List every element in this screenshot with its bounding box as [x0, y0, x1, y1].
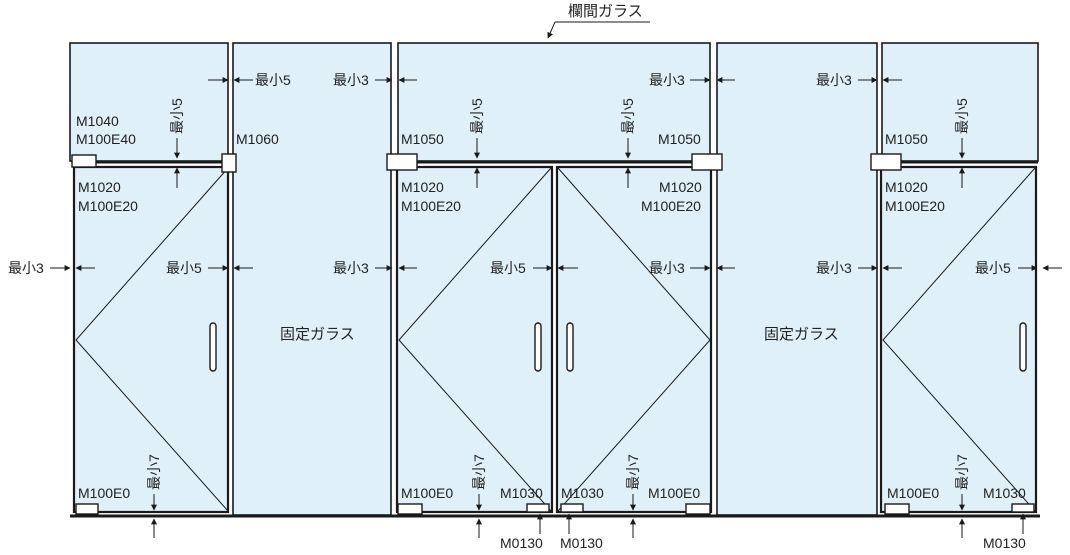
part-m100e0: M100E0 [648, 485, 700, 501]
min3-label: 最小3 [8, 260, 44, 276]
min5-vertical-label: 最小5 [469, 98, 485, 134]
fitting-m100e0 [397, 503, 423, 515]
part-m1050: M1050 [658, 131, 701, 147]
fitting-m1030 [560, 503, 584, 513]
door-2 [395, 165, 554, 514]
transom-leader [547, 21, 556, 39]
min3-label: 最小3 [816, 260, 852, 276]
part-m1030: M1030 [561, 485, 604, 501]
min5-label: 最小5 [490, 260, 526, 276]
fixed-glass-label: 固定ガラス [764, 326, 839, 343]
fitting-m1040 [71, 154, 97, 168]
part-m0130: M0130 [500, 535, 543, 550]
min5-vertical-label: 最小5 [954, 98, 970, 134]
door-handle [534, 322, 542, 372]
part-m1020: M1020 [659, 179, 702, 195]
part-m100e40: M100E40 [76, 131, 136, 147]
min3-label: 最小3 [649, 72, 685, 88]
part-m100e0: M100E0 [78, 485, 130, 501]
fitting-m1050 [691, 153, 723, 171]
fitting-m1030 [1011, 503, 1035, 513]
fitting-m1050 [386, 153, 418, 171]
min7-vertical-label: 最小7 [954, 454, 970, 490]
fitting-m1060 [221, 153, 237, 173]
fitting-m100e0 [884, 503, 910, 515]
part-m1060: M1060 [236, 131, 279, 147]
min5-label: 最小5 [255, 72, 291, 88]
part-m1050: M1050 [401, 131, 444, 147]
min7-vertical-label: 最小7 [146, 454, 162, 490]
fitting-m1050 [870, 153, 902, 171]
transom-panel-2 [397, 42, 711, 162]
door-4 [879, 165, 1038, 514]
dimension-arrows [50, 77, 1062, 538]
door-1 [72, 165, 230, 514]
part-m1020: M1020 [885, 179, 928, 195]
part-m100e20: M100E20 [641, 198, 701, 214]
fixed-glass-label: 固定ガラス [280, 326, 355, 343]
min5-vertical-label: 最小5 [169, 98, 185, 134]
fitting-m100e0 [685, 503, 711, 515]
min3-label: 最小3 [649, 260, 685, 276]
transom-panel-3 [881, 42, 1039, 162]
min5-vertical-label: 最小5 [620, 98, 636, 134]
part-m100e20: M100E20 [401, 198, 461, 214]
part-m100e20: M100E20 [78, 198, 138, 214]
part-m1030: M1030 [500, 485, 543, 501]
part-m1020: M1020 [401, 179, 444, 195]
fixed-glass-panel-1 [232, 42, 392, 516]
part-m0130: M0130 [983, 535, 1026, 550]
min5-label: 最小5 [975, 260, 1011, 276]
transom-glass-label: 欄間ガラス [568, 2, 643, 20]
min7-vertical-label: 最小7 [625, 454, 641, 490]
part-m100e20: M100E20 [885, 198, 945, 214]
door-handle [1019, 322, 1027, 372]
min7-vertical-label: 最小7 [471, 454, 487, 490]
min5-label: 最小5 [166, 260, 202, 276]
fitting-m1030 [526, 503, 550, 513]
min3-label: 最小3 [333, 260, 369, 276]
door-handle [209, 322, 217, 372]
min3-label: 最小3 [333, 72, 369, 88]
part-m100e0: M100E0 [887, 485, 939, 501]
transom-panel-1 [69, 42, 229, 162]
part-m1040: M1040 [76, 113, 119, 129]
part-m1020: M1020 [78, 179, 121, 195]
door-3 [555, 165, 713, 514]
part-m1030: M1030 [983, 485, 1026, 501]
door-handle [566, 322, 574, 372]
fixed-glass-panel-2 [716, 42, 878, 516]
fitting-m100e0 [75, 503, 99, 515]
part-m1050: M1050 [885, 131, 928, 147]
min3-label: 最小3 [816, 72, 852, 88]
part-m0130: M0130 [560, 535, 603, 550]
part-m100e0: M100E0 [401, 485, 453, 501]
